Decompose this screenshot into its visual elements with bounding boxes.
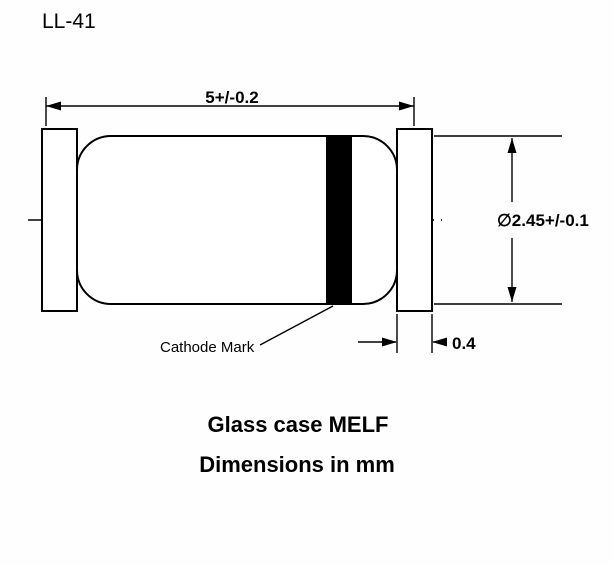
arrow-right-icon (399, 101, 414, 111)
cathode-band (326, 137, 352, 303)
cathode-mark-label: Cathode Mark (160, 339, 255, 356)
arrow-right-icon (382, 337, 397, 347)
left-terminal-cap (41, 128, 78, 312)
cathode-callout: Cathode Mark (160, 305, 334, 356)
arrow-left-icon (432, 337, 447, 347)
package-title: LL-41 (42, 10, 96, 33)
arrow-down-icon (507, 287, 517, 302)
cap-width-dimension: 0.4 (358, 314, 476, 353)
caption-case-type: Glass case MELF (208, 412, 389, 437)
arrow-up-icon (507, 138, 517, 153)
length-label-mask (192, 88, 272, 105)
caption-units: Dimensions in mm (199, 452, 395, 477)
cap-width-dim-label: 0.4 (452, 334, 476, 353)
cathode-leader-line (259, 305, 334, 346)
length-dim-label: 5+/-0.2 (205, 88, 258, 107)
arrow-left-icon (46, 101, 61, 111)
length-dimension: 5+/-0.2 (45, 88, 415, 126)
right-terminal-cap (396, 128, 433, 312)
diameter-dim-label: ∅2.45+/-0.1 (497, 211, 589, 230)
glass-body (76, 135, 398, 305)
diameter-dimension: ∅2.45+/-0.1 (434, 135, 589, 305)
